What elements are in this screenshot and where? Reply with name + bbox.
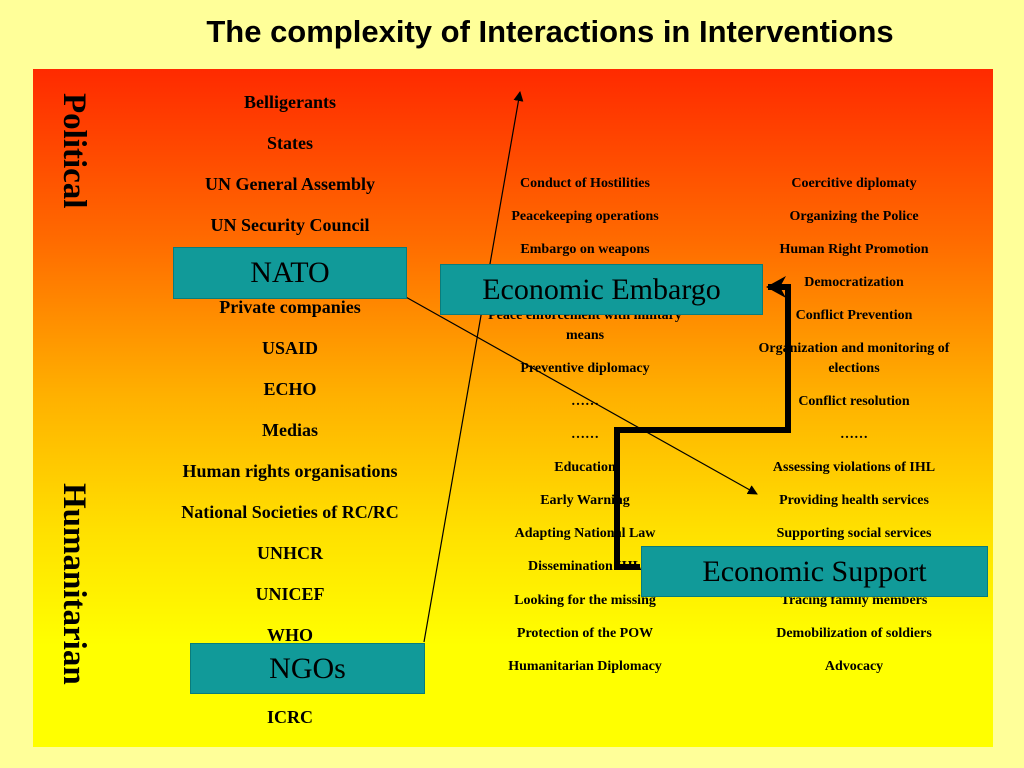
- actor-echo: ECHO: [263, 379, 317, 399]
- actor-who: WHO: [266, 625, 313, 645]
- economic-embargo-box: Economic Embargo: [440, 264, 763, 315]
- col2-item: Democratization: [804, 275, 904, 290]
- col2-item: Organizing the Police: [789, 209, 919, 224]
- col2-item: Providing health services: [779, 493, 929, 508]
- nato-box: NATO: [173, 247, 407, 299]
- actor-national-societies: National Societies of RC/RC: [181, 502, 399, 522]
- col2-item: Coercitive diplomaty: [791, 176, 917, 191]
- actor-unicef: UNICEF: [255, 584, 325, 604]
- col1-item: Peacekeeping operations: [511, 209, 659, 224]
- economic-support-box: Economic Support: [641, 546, 988, 597]
- col1-item: Early Warning: [540, 493, 630, 508]
- actor-human-rights-organisations: Human rights organisations: [182, 461, 398, 481]
- col2-item: Conflict resolution: [798, 394, 910, 409]
- political-label: Political: [56, 93, 92, 209]
- col1-item: Embargo on weapons: [520, 242, 650, 257]
- col1-item: Looking for the missing: [514, 593, 656, 608]
- gradient-panel: [33, 69, 993, 747]
- ngos-box: NGOs: [190, 643, 425, 694]
- arrow-ngos-to-belligerants: [423, 91, 524, 643]
- col1-item: Protection of the POW: [516, 626, 654, 641]
- col2-item: Human Right Promotion: [779, 242, 929, 257]
- actor-states: States: [267, 133, 313, 153]
- col1-item: Adapting National Law: [514, 526, 656, 541]
- col1-item: Education: [554, 460, 616, 475]
- actor-unhcr: UNHCR: [257, 543, 323, 563]
- col2-item: Conflict Prevention: [795, 308, 913, 323]
- col1-item: ……: [571, 394, 599, 409]
- actor-private-companies: Private companies: [219, 297, 361, 317]
- col2-item: Advocacy: [824, 659, 884, 674]
- col1-item: Conduct of Hostilities: [520, 176, 650, 191]
- actor-un-general-assembly: UN General Assembly: [205, 174, 375, 194]
- col2-item: ……: [840, 427, 868, 442]
- col1-item: Preventive diplomacy: [520, 361, 650, 376]
- col2-item: Organization and monitoring of elections: [758, 341, 950, 376]
- actor-un-security-council: UN Security Council: [210, 215, 370, 235]
- col2-item: Demobilization of soldiers: [776, 626, 932, 641]
- col2-item: Supporting social services: [776, 526, 932, 541]
- col2-item: Assessing violations of IHL: [772, 460, 936, 475]
- arrow-nato-to-health-services: [403, 295, 758, 495]
- col1-item: ……: [571, 427, 599, 442]
- actor-usaid: USAID: [261, 338, 318, 358]
- arrow-embargo-support-link: [614, 276, 791, 570]
- page-title: The complexity of Interactions in Interv…: [206, 14, 894, 49]
- col1-item: Dissemination IHL: [528, 559, 642, 574]
- actor-belligerants: Belligerants: [244, 92, 336, 112]
- actor-icrc: ICRC: [266, 707, 313, 727]
- col1-item: Humanitarian Diplomacy: [508, 659, 662, 674]
- humanitarian-label: Humanitarian: [56, 483, 92, 685]
- actor-medias: Medias: [262, 420, 318, 440]
